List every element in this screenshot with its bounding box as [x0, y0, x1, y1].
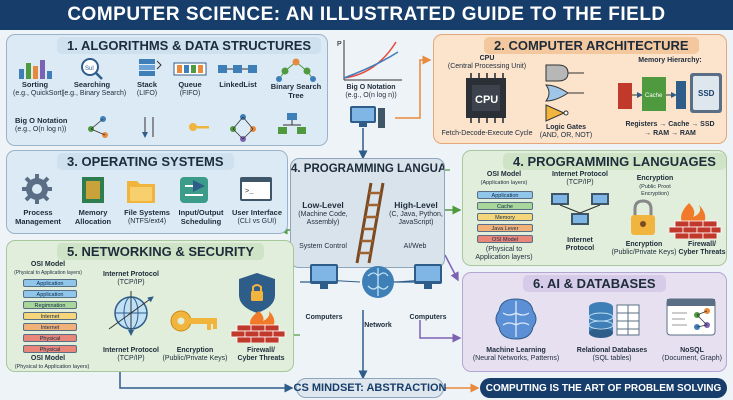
os-icons-row: >_: [22, 174, 272, 204]
router-network-icon: [551, 193, 609, 225]
document-graph-icon: [666, 298, 716, 336]
tree-icon: [276, 58, 316, 82]
panel-title: 4. PROGRAMMING LANGUAGES: [503, 153, 726, 170]
panel-programming-languages: 4. PROGRAMMING LANGUAGES OSI Model (Appl…: [462, 150, 727, 266]
stack-item: Stack(LIFO): [127, 57, 167, 98]
computer-icon: [350, 106, 385, 128]
svg-text:>_: >_: [245, 188, 254, 196]
firewall-icon: [669, 203, 722, 239]
algorithm-icons-row: [88, 113, 306, 142]
brain-icon: [362, 266, 394, 298]
memory-hierarchy-icon: Cache SSD: [618, 73, 722, 113]
growth-curve-icon: P: [337, 40, 402, 81]
hierarchy-icon: [278, 113, 306, 134]
stack-icon: [139, 59, 162, 76]
cpu-chip-icon: CPU: [466, 73, 506, 123]
database-icon: [588, 302, 640, 338]
magnifier-icon: Sul: [81, 58, 103, 80]
svg-text:SSD: SSD: [698, 89, 715, 98]
osi-layer: Java Lever: [477, 224, 533, 232]
page-title: COMPUTER SCIENCE: AN ILLUSTRATED GUIDE T…: [0, 0, 733, 30]
bigo-item: Big O Notation(e.g., O(n log n)): [15, 116, 68, 134]
gear-icon: [22, 174, 52, 204]
panel-architecture: 2. COMPUTER ARCHITECTURE CPU (Central Pr…: [433, 34, 727, 144]
panel-algorithms: 1. ALGORITHMS & DATA STRUCTURES Sorting(…: [6, 34, 328, 146]
network-center: Computers Network Computers: [296, 256, 456, 336]
osi-layer: Application: [23, 279, 77, 287]
brain-circuit-icon: [495, 298, 537, 340]
swap-arrows-icon: [142, 117, 154, 138]
osi-layer: Internet: [23, 312, 77, 320]
panel-ai-databases: 6. AI & DATABASES Machine Learning (Neur…: [462, 272, 727, 372]
key-icon: [189, 123, 209, 131]
searching-item: Sul Searching(e.g., Binary Search): [62, 57, 126, 98]
panel-title: 6. AI & DATABASES: [523, 275, 666, 292]
network-diagram-icon: [310, 264, 442, 298]
memory-chip-icon: [82, 177, 104, 203]
osi-layer: OSI Model: [477, 235, 533, 243]
osi-layer: Physical: [23, 334, 77, 342]
footer-abstraction: CS MINDSET: ABSTRACTION: [294, 378, 447, 398]
shield-firewall-icon: [230, 273, 286, 343]
file-systems: File Systems(NTFS/ext4): [124, 208, 170, 226]
osi-layer: Internet: [23, 323, 77, 331]
panel-title: 3. OPERATING SYSTEMS: [57, 153, 234, 170]
panel-title: 5. NETWORKING & SECURITY: [57, 243, 265, 260]
panel-title: 1. ALGORITHMS & DATA STRUCTURES: [57, 37, 322, 54]
footer-problem-solving: COMPUTING IS THE ART OF PROBLEM SOLVING: [480, 378, 727, 398]
osi-layer: Application: [477, 191, 533, 199]
osi-layer: Physical: [23, 345, 77, 353]
user-interface: User Interface(CLI vs GUI): [231, 208, 283, 226]
sorting-item: Sorting(e.g., QuickSort): [13, 57, 64, 98]
io-swap-icon: [180, 177, 208, 203]
graph-icon: [88, 116, 108, 138]
svg-text:CPU: CPU: [475, 94, 498, 106]
terminal-icon: >_: [240, 177, 272, 201]
key-icon: [170, 310, 217, 332]
osi-layer: Cache: [477, 202, 533, 210]
linkedlist-item: LinkedList: [215, 57, 261, 90]
bar-sort-icon: [19, 60, 52, 79]
panel-networking-security: 5. NETWORKING & SECURITY OSI Model (Phys…: [6, 240, 294, 372]
globe-network-icon: [108, 291, 154, 336]
svg-text:Sul: Sul: [85, 66, 94, 72]
panel-programming-center: 4. PROGRAMMING LANGUAGES Low-Level (Mach…: [290, 158, 445, 268]
osi-layer: Regimnation: [23, 301, 77, 309]
osi-layer: Application: [23, 290, 77, 298]
panel-title: 4. PROGRAMMING LANGUAGES: [291, 163, 445, 175]
network-graph-icon: [230, 114, 256, 142]
ladder-icon: [355, 182, 385, 264]
computer-icon: [310, 264, 338, 289]
panel-title: 2. COMPUTER ARCHITECTURE: [484, 37, 699, 54]
queue-item: Queue(FIFO): [170, 57, 210, 98]
linked-nodes-icon: [218, 65, 257, 73]
queue-icon: [173, 62, 207, 76]
osi-layer: Memory: [477, 213, 533, 221]
computer-icon: [414, 264, 442, 289]
bigo-center: P Big O Notation (e.g., O(n log n)): [336, 36, 406, 131]
logic-gates-icon: [545, 64, 584, 122]
folder-icon: [127, 181, 155, 203]
axis-p: P: [337, 41, 342, 48]
padlock-icon: [631, 199, 655, 235]
svg-text:Cache: Cache: [645, 93, 663, 99]
